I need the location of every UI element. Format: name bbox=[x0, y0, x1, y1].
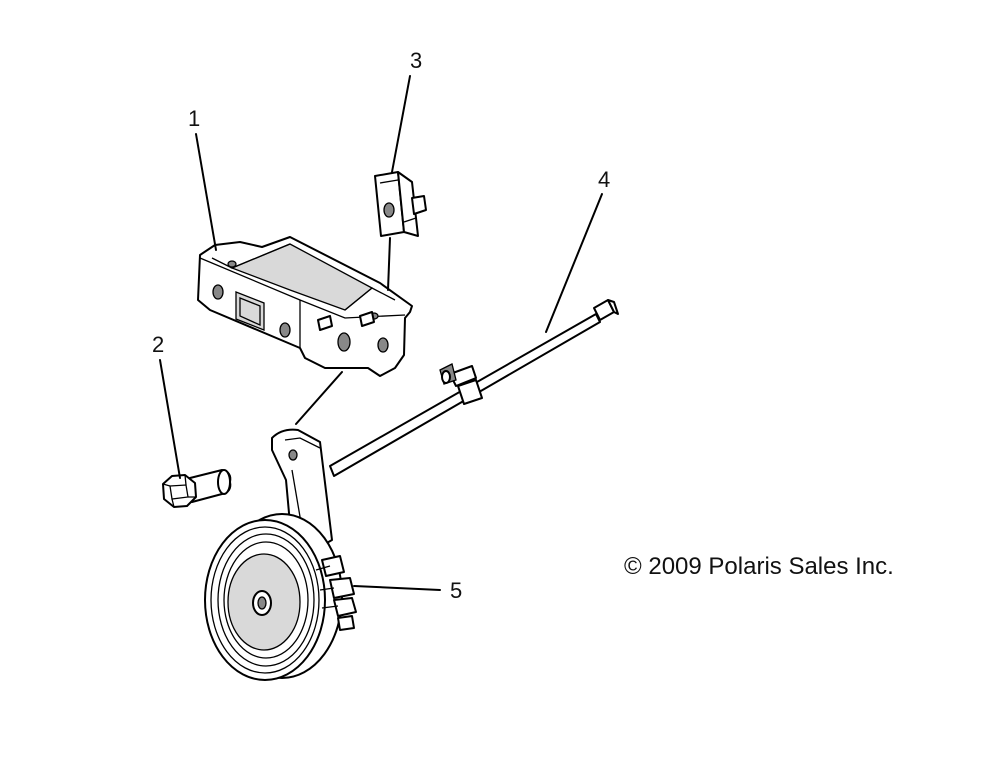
leader-line-1b bbox=[295, 371, 343, 425]
copyright-notice: © 2009 Polaris Sales Inc. bbox=[624, 553, 894, 580]
part-horn bbox=[204, 428, 357, 681]
callout-5: 5 bbox=[450, 578, 462, 603]
callout-1: 1 bbox=[188, 106, 200, 131]
part-bracket bbox=[197, 236, 413, 377]
part-bolt bbox=[162, 469, 232, 508]
callout-2: 2 bbox=[152, 332, 164, 357]
part-clip-nut bbox=[374, 171, 427, 237]
part-cable-tie bbox=[329, 299, 619, 477]
leader-lines bbox=[159, 75, 603, 591]
leader-line-2 bbox=[159, 359, 181, 479]
leader-line-1 bbox=[195, 133, 217, 251]
callout-3: 3 bbox=[410, 48, 422, 73]
leader-line-5 bbox=[353, 585, 441, 591]
leader-line-4 bbox=[545, 193, 603, 333]
leader-line-3b bbox=[387, 237, 391, 291]
callout-4: 4 bbox=[598, 167, 610, 192]
leader-line-3 bbox=[391, 75, 411, 173]
